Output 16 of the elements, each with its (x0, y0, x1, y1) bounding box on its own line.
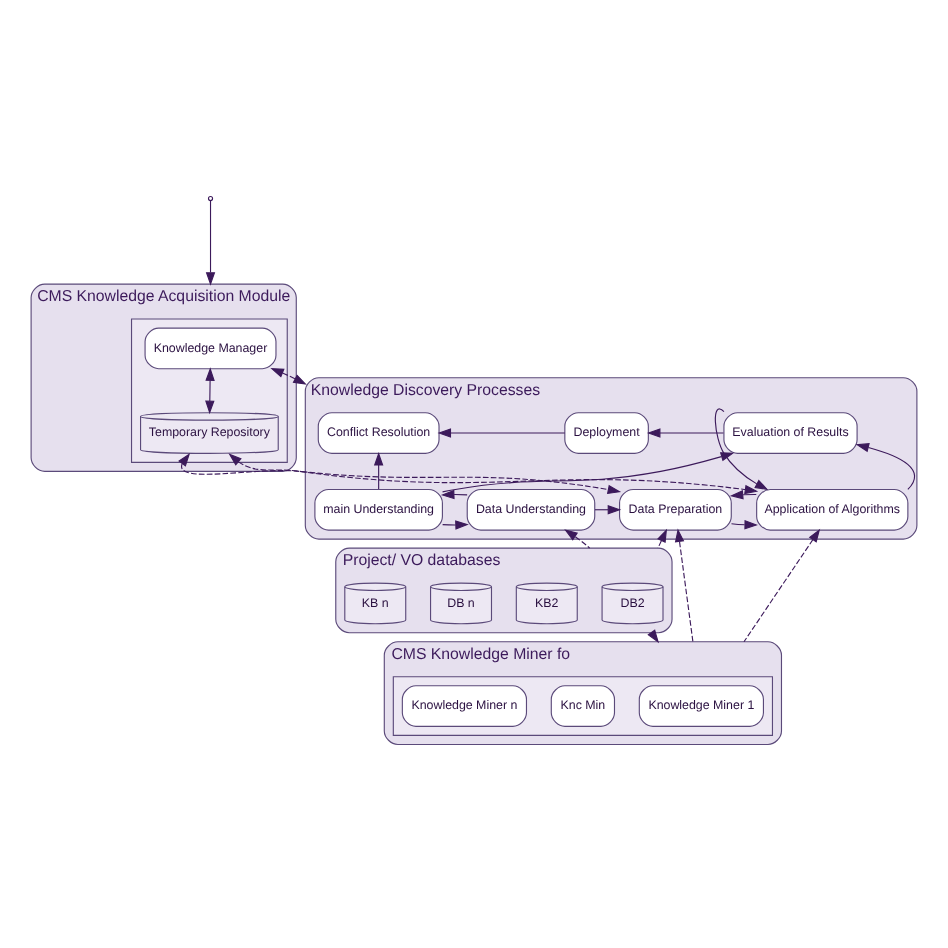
arrow (205, 199, 216, 285)
arrow (270, 367, 307, 384)
arrow (373, 451, 384, 489)
arrow (205, 366, 215, 414)
arrow (564, 528, 591, 548)
arrow (657, 527, 668, 548)
arrow (743, 527, 821, 642)
arrow (442, 451, 735, 492)
arrow (437, 427, 566, 437)
arrow (674, 527, 694, 642)
arrow (646, 427, 724, 437)
arrow (855, 442, 916, 489)
arrow (730, 519, 758, 529)
arrow (442, 519, 469, 529)
cluster (392, 675, 774, 735)
arrow (714, 407, 769, 490)
